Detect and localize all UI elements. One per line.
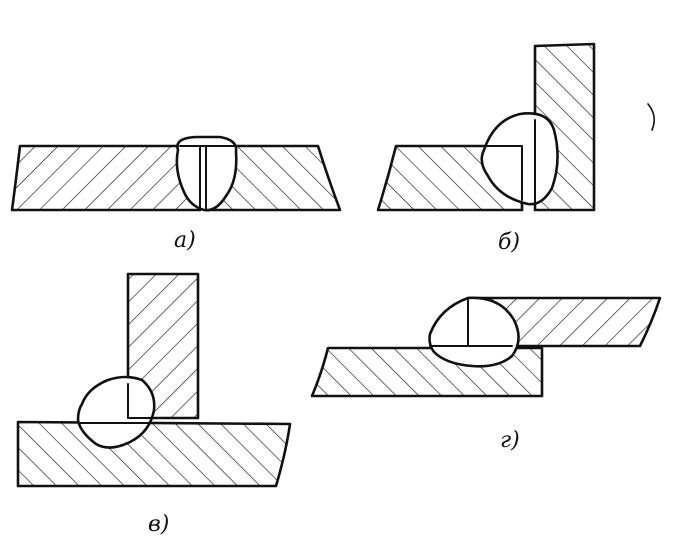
corner-weld-edges <box>483 119 536 205</box>
label-butt: а) <box>174 228 196 253</box>
lap-weld-bead <box>428 296 520 368</box>
lap-weld-edges <box>429 299 513 347</box>
stray-mark <box>647 103 656 131</box>
tee-joint <box>16 272 292 488</box>
label-tee: в) <box>148 512 170 537</box>
tee-weld-bead <box>76 375 156 449</box>
tee-base-plate <box>16 420 292 488</box>
butt-left-plate <box>10 144 202 212</box>
butt-joint <box>10 135 342 212</box>
label-lap: г) <box>500 428 520 453</box>
corner-weld-bead <box>480 112 559 206</box>
lap-joint <box>310 296 662 398</box>
butt-weld-gap <box>199 145 207 211</box>
butt-right-plate <box>204 144 342 212</box>
tee-weld-edges <box>79 383 153 424</box>
corner-joint <box>376 42 596 212</box>
label-corner: б) <box>498 230 521 255</box>
